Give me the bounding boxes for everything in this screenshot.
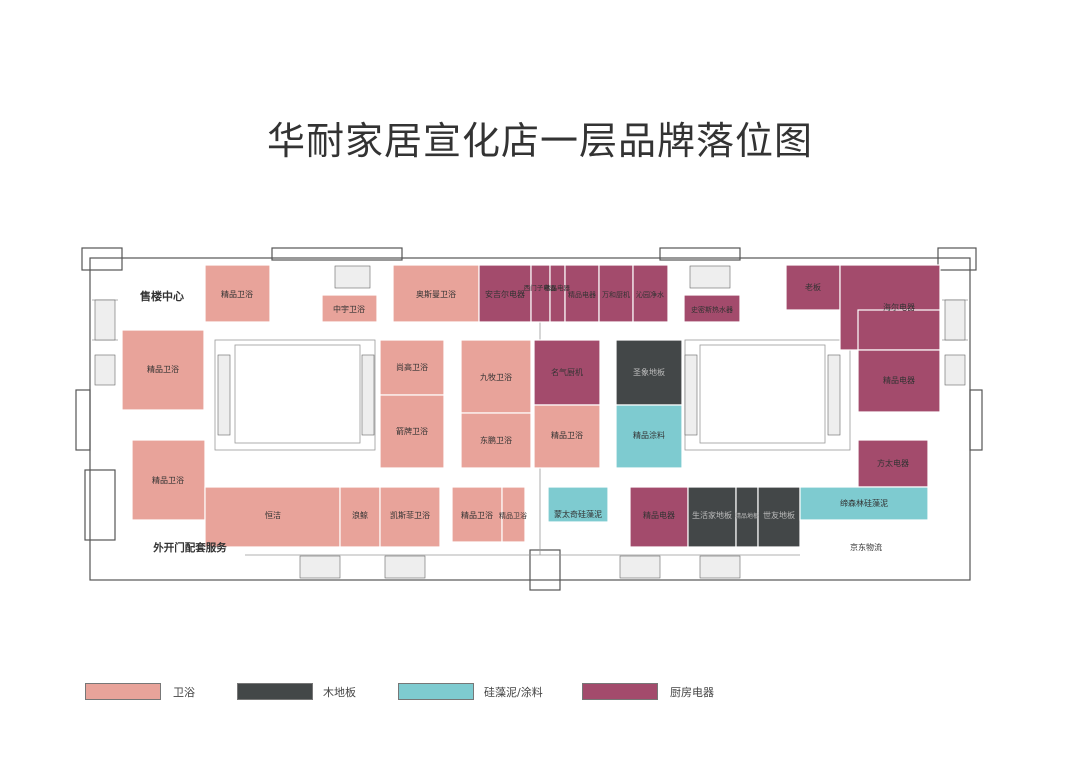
room-r34[interactable]: [857, 439, 929, 488]
label-r11: 老板: [805, 282, 821, 292]
label-r25: 浪鲸: [352, 510, 368, 520]
room-r28[interactable]: [501, 486, 526, 543]
escalators: [94, 265, 966, 579]
room-r4[interactable]: [478, 264, 532, 323]
room-r19[interactable]: [460, 412, 532, 469]
label-outside: 外开门配套服务: [152, 541, 227, 554]
room-r14[interactable]: [379, 339, 445, 396]
room-r11[interactable]: [785, 264, 841, 311]
room-r23[interactable]: [131, 439, 206, 521]
room-r35[interactable]: [799, 486, 929, 521]
room-r26[interactable]: [379, 486, 441, 548]
label-r29: 蒙太奇硅藻泥: [554, 509, 602, 519]
page-title: 华耐家居宣化店一层品牌落位图: [266, 119, 813, 163]
label-lobby: 售楼中心: [139, 289, 184, 303]
label-r22: 精品电器: [883, 375, 915, 385]
legend-swatch-wood: [237, 683, 313, 700]
label-r3: 奥斯曼卫浴: [416, 289, 456, 299]
room-r15[interactable]: [460, 339, 532, 414]
label-r32: 精品地板: [735, 512, 759, 520]
room-r1[interactable]: [204, 264, 271, 323]
legend: 卫浴 木地板 硅藻泥/涂料 厨房电器: [0, 683, 1080, 701]
room-r9[interactable]: [632, 264, 669, 323]
room-r25[interactable]: [339, 486, 381, 548]
label-r33: 世友地板: [763, 510, 795, 520]
label-r14: 尚高卫浴: [396, 362, 428, 372]
room-r12b: [857, 309, 941, 351]
legend-swatch-kitchen: [582, 683, 658, 700]
legend-label-coat: 硅藻泥/涂料: [484, 686, 543, 699]
legend-swatch-bath: [85, 683, 161, 700]
label-r28: 精品卫浴: [499, 511, 527, 520]
legend-label-bath: 卫浴: [173, 686, 195, 699]
label-r26: 凯斯菲卫浴: [390, 510, 430, 520]
room-r22[interactable]: [857, 349, 941, 413]
label-r30: 精品电器: [643, 510, 675, 520]
label-r31: 生活家地板: [692, 510, 732, 520]
room-r13[interactable]: [121, 329, 205, 411]
label-r4: 安吉尔电器: [485, 289, 525, 299]
label-r9: 沁园净水: [636, 290, 664, 299]
room-r2[interactable]: [321, 294, 378, 323]
label-r2: 中宇卫浴: [333, 304, 365, 314]
room-r24[interactable]: [204, 486, 341, 548]
room-r3[interactable]: [392, 264, 480, 323]
room-r31[interactable]: [687, 486, 737, 548]
label-r7: 精品电器: [568, 290, 596, 299]
rooms: [121, 264, 941, 548]
room-r17[interactable]: [615, 339, 683, 406]
room-r33[interactable]: [757, 486, 801, 548]
legend-label-wood: 木地板: [323, 686, 356, 699]
label-r24: 恒洁: [265, 510, 281, 520]
building-outline: [75, 247, 983, 591]
label-r27: 精品卫浴: [461, 510, 493, 520]
label-r19: 东鹏卫浴: [480, 435, 512, 445]
room-r10[interactable]: [683, 294, 741, 323]
label-r21: 精品涂料: [633, 430, 665, 440]
room-r29[interactable]: [547, 486, 609, 523]
legend-swatch-coat: [398, 683, 474, 700]
room-r21[interactable]: [615, 404, 683, 469]
legend-label-kitchen: 厨房电器: [670, 686, 714, 699]
room-r7[interactable]: [564, 264, 600, 323]
label-r23: 精品卫浴: [152, 475, 184, 485]
label-r20: 精品卫浴: [551, 430, 583, 440]
room-r6[interactable]: [549, 264, 566, 323]
label-r18: 箭牌卫浴: [396, 426, 428, 436]
room-r5[interactable]: [530, 264, 551, 323]
label-r12: 海尔电器: [883, 302, 915, 312]
room-r27[interactable]: [451, 486, 503, 543]
label-r8: 万和厨机: [602, 290, 630, 299]
label-r36: 京东物流: [850, 542, 882, 552]
label-r1: 精品卫浴: [221, 289, 253, 299]
label-r5: 西门子电器: [524, 283, 557, 292]
room-labels: 售楼中心 精品卫浴 中宇卫浴 奥斯曼卫浴 安吉尔电器 西门子电器 精品电器 精品…: [139, 282, 915, 554]
label-r16: 名气厨机: [551, 367, 583, 377]
room-r20[interactable]: [533, 404, 601, 469]
label-r6: 精品电器: [544, 283, 571, 292]
label-r13: 精品卫浴: [147, 364, 179, 374]
room-r18[interactable]: [379, 394, 445, 469]
label-r15: 九牧卫浴: [480, 372, 512, 382]
label-r10: 史密斯热水器: [691, 305, 733, 314]
label-r35: 缔森林硅藻泥: [840, 498, 888, 508]
label-r34: 方太电器: [877, 458, 909, 468]
label-r17: 圣象地板: [633, 367, 665, 377]
